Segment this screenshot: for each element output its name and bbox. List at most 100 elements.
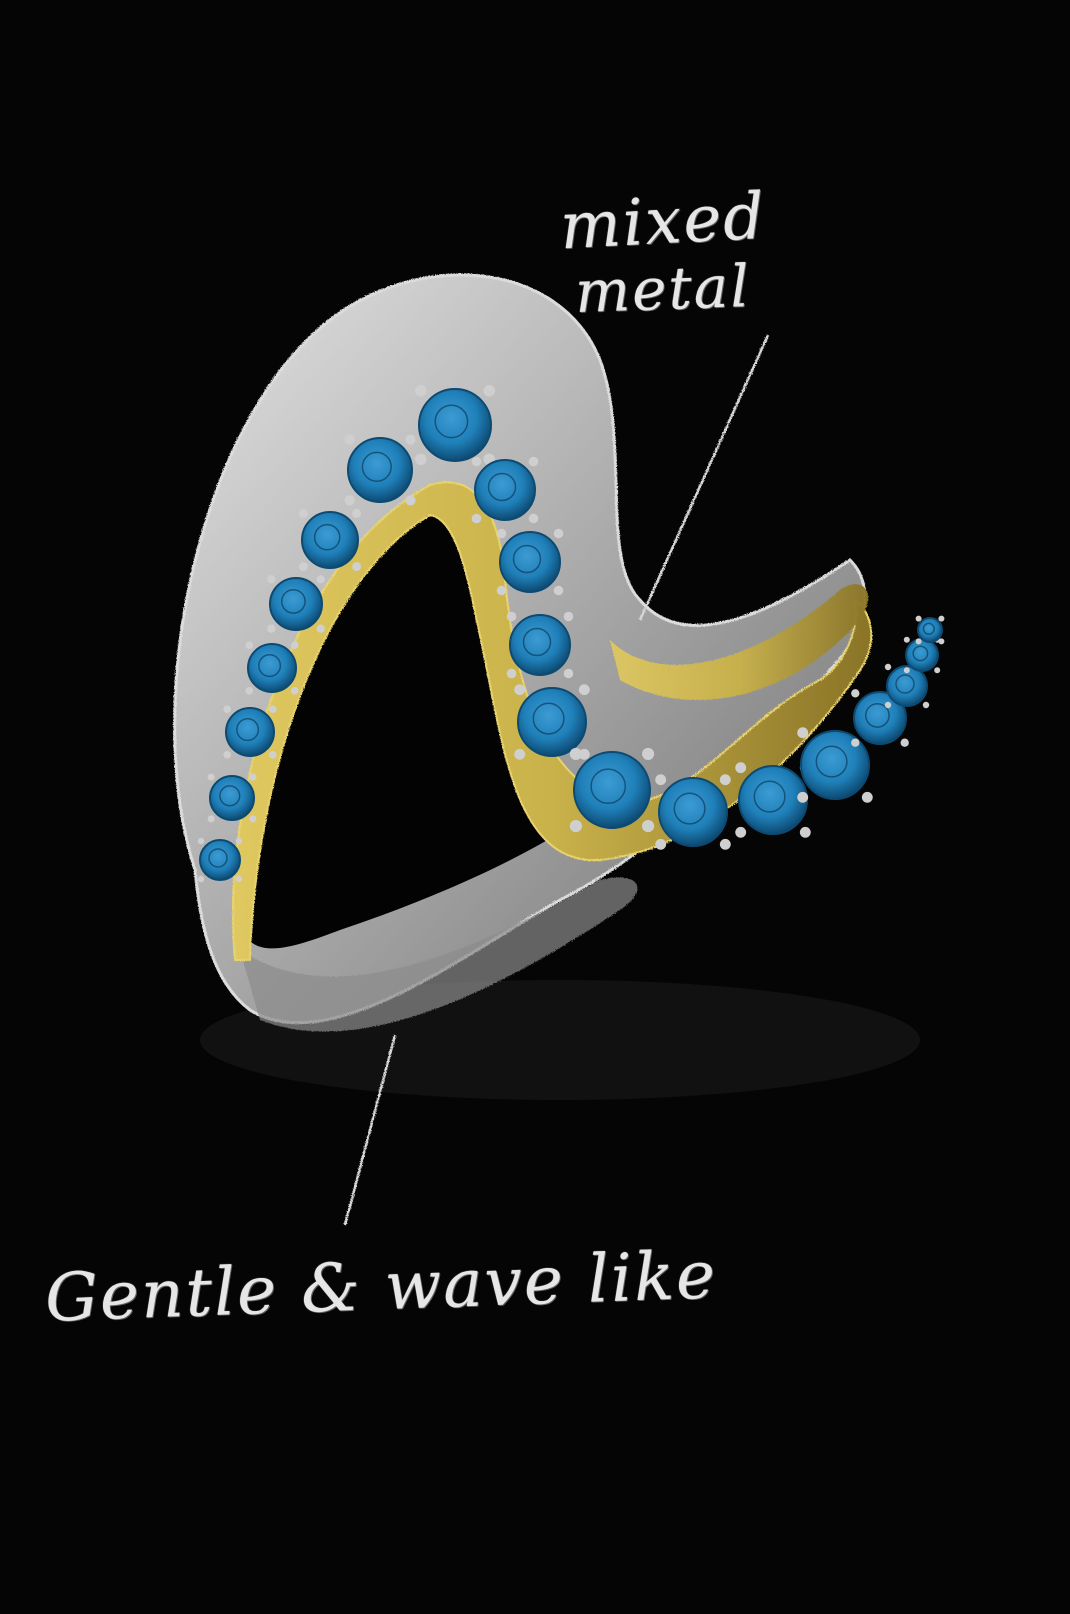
gemstone xyxy=(474,459,536,521)
gemstone-facet xyxy=(522,627,552,657)
gemstone xyxy=(301,511,359,569)
prong xyxy=(563,668,574,679)
gemstone-facet xyxy=(590,768,627,805)
prong xyxy=(471,513,482,524)
gemstone xyxy=(509,614,571,676)
prong xyxy=(735,762,747,774)
gemstone-facet xyxy=(922,622,935,635)
gemstone xyxy=(738,765,808,835)
prong xyxy=(245,686,254,695)
prong xyxy=(245,641,254,650)
prong xyxy=(900,738,909,747)
gemstone xyxy=(418,388,492,462)
prong xyxy=(569,747,582,760)
gemstone-facet xyxy=(258,654,282,678)
prong xyxy=(496,528,507,539)
gemstone xyxy=(853,691,907,745)
prong xyxy=(797,791,809,803)
prong xyxy=(938,615,945,622)
prong xyxy=(655,838,667,850)
gemstone-facet xyxy=(434,404,469,439)
leader-line-gentle-wave xyxy=(343,1034,397,1226)
prong xyxy=(553,585,564,596)
gemstone xyxy=(800,730,870,800)
prong xyxy=(851,738,860,747)
gemstone xyxy=(225,707,275,757)
silver-band-lower xyxy=(240,877,638,1032)
prong xyxy=(528,456,539,467)
prong xyxy=(934,667,941,674)
prong xyxy=(344,495,355,506)
prong xyxy=(642,747,655,760)
prong xyxy=(719,774,731,786)
prong xyxy=(267,575,276,584)
prong xyxy=(569,820,582,833)
prong xyxy=(268,750,277,759)
prong xyxy=(514,748,526,760)
prong xyxy=(655,774,667,786)
prong xyxy=(735,826,747,838)
prong xyxy=(915,638,922,645)
gemstone xyxy=(199,839,241,881)
prong xyxy=(352,508,362,518)
prong xyxy=(290,686,299,695)
gemstone xyxy=(886,665,928,707)
prong xyxy=(405,434,416,445)
prong xyxy=(797,727,809,739)
prong xyxy=(719,838,731,850)
prong xyxy=(506,668,517,679)
gemstone-facet xyxy=(313,523,341,551)
prong xyxy=(861,791,873,803)
prong xyxy=(415,385,427,397)
prong xyxy=(267,624,276,633)
gemstone xyxy=(209,775,255,821)
gemstone xyxy=(517,687,587,757)
prong xyxy=(563,611,574,622)
gemstone-channel xyxy=(197,385,945,883)
prong xyxy=(578,684,590,696)
gemstone-facet xyxy=(673,792,706,825)
prong xyxy=(405,495,416,506)
prong xyxy=(223,750,232,759)
gemstone-facet xyxy=(219,785,241,807)
gemstone xyxy=(247,643,297,693)
prong xyxy=(506,611,517,622)
prong xyxy=(298,508,308,518)
prong xyxy=(235,837,243,845)
prong xyxy=(249,815,257,823)
prong xyxy=(938,638,945,645)
prong xyxy=(851,689,860,698)
prong xyxy=(483,385,495,397)
prong xyxy=(249,773,257,781)
prong xyxy=(922,701,930,709)
gemstone-facet xyxy=(280,588,306,614)
prong xyxy=(903,667,910,674)
prong xyxy=(316,575,325,584)
gemstone-facet xyxy=(864,702,890,728)
gemstone xyxy=(917,617,943,643)
gemstone xyxy=(269,577,323,631)
gemstone-facet xyxy=(236,718,260,742)
prong xyxy=(197,837,205,845)
prong xyxy=(642,820,655,833)
prong xyxy=(290,641,299,650)
prong xyxy=(915,615,922,622)
gemstone-facet xyxy=(512,544,542,574)
prong xyxy=(903,636,910,643)
gemstone-facet xyxy=(487,472,517,502)
gemstone xyxy=(905,638,939,672)
gemstone-facet xyxy=(361,451,392,482)
gemstone-facet xyxy=(815,745,848,778)
prong xyxy=(578,748,590,760)
annotation-metal: metal xyxy=(573,251,752,327)
gemstone-facet xyxy=(895,674,915,694)
prong xyxy=(207,773,215,781)
prong xyxy=(471,456,482,467)
prong xyxy=(884,663,892,671)
prong xyxy=(223,705,232,714)
prong xyxy=(528,513,539,524)
prong xyxy=(352,562,362,572)
prong xyxy=(197,875,205,883)
gemstone xyxy=(499,531,561,593)
prong xyxy=(514,684,526,696)
